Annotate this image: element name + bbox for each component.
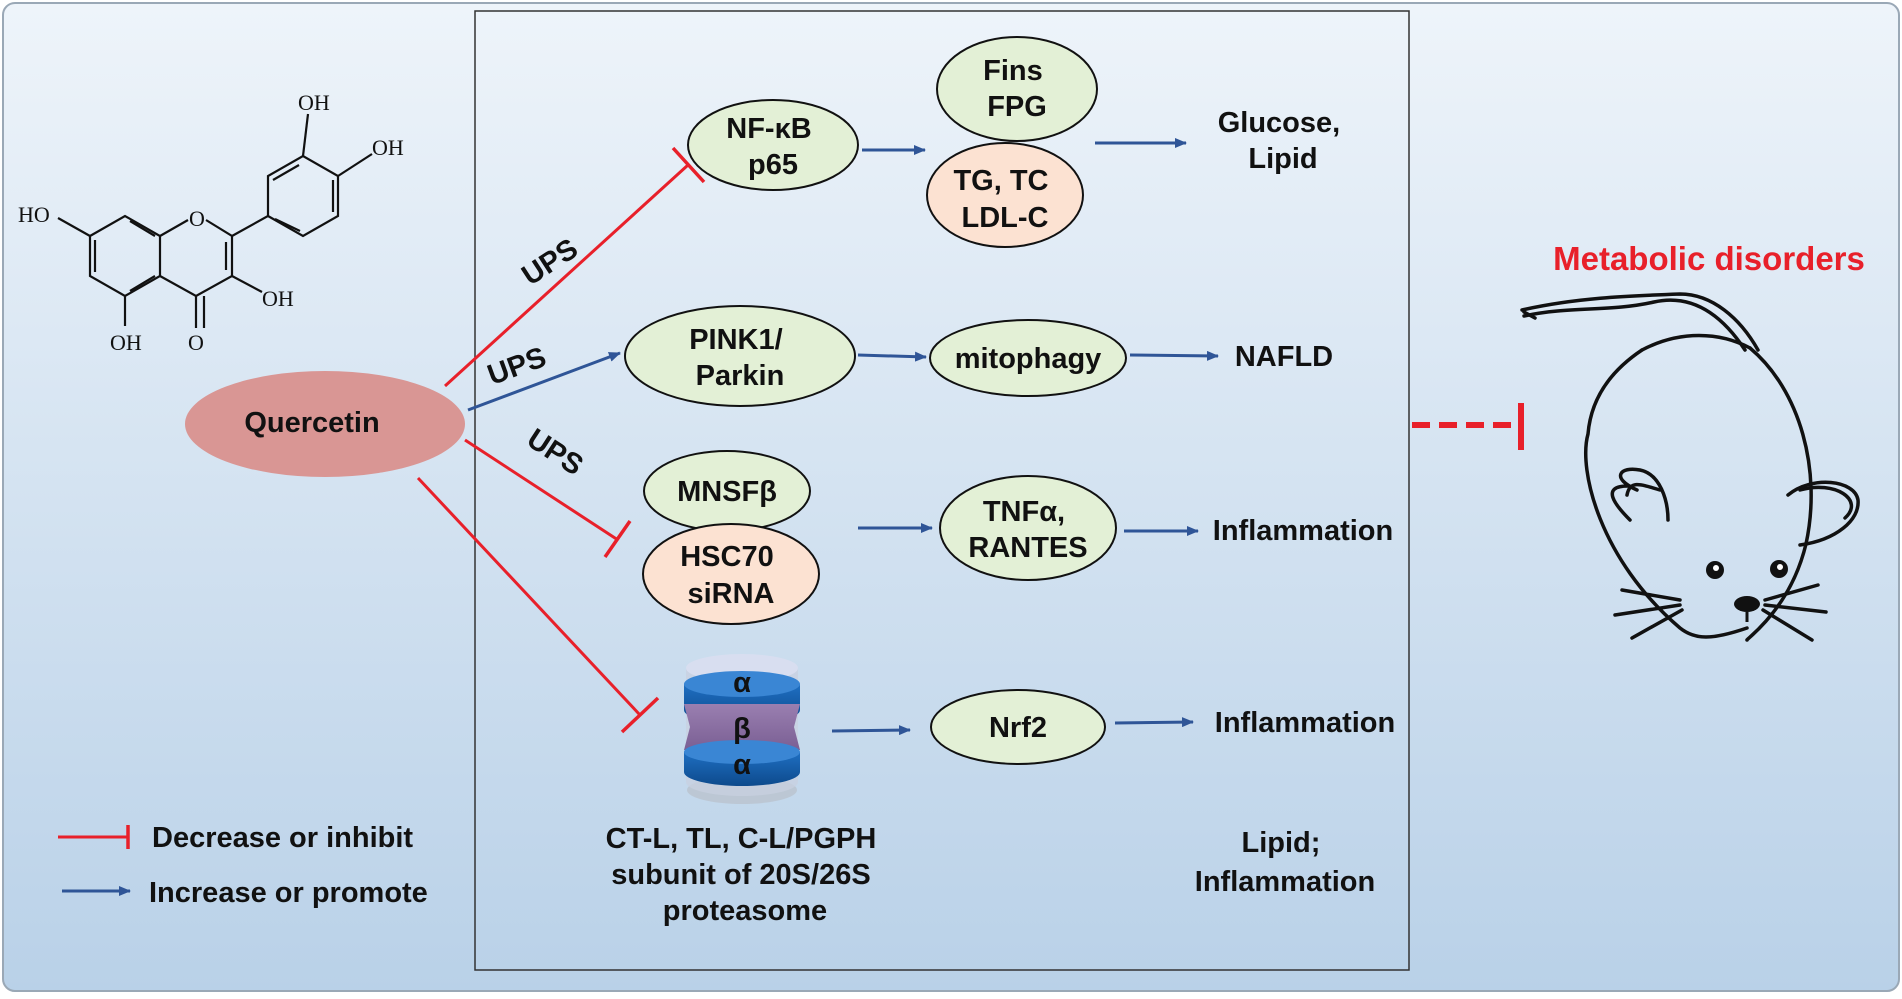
promote-arrow [1129, 350, 1219, 361]
oh-label: OH [262, 286, 294, 311]
ho-label: HO [18, 202, 50, 227]
keto-oxygen-label: O [188, 330, 204, 355]
oh-label: OH [372, 135, 404, 160]
legend: Decrease or inhibit Increase or promote [58, 822, 428, 909]
legend-inhibit-label: Decrease or inhibit [152, 822, 413, 854]
quercetin-structure-labels: OH OH HO OH OH O O [18, 90, 404, 355]
mitophagy-node [929, 319, 1127, 397]
mouse-face [1706, 560, 1788, 622]
alpha-subunit-label: α [733, 667, 751, 699]
glucose-lipid-outcome: Glucose, Lipid [1218, 107, 1349, 175]
pathway-connectors [416, 146, 706, 734]
tnfa-rantes-node [939, 475, 1117, 581]
nrf2-node [930, 689, 1106, 765]
oh-label: OH [298, 90, 330, 115]
quercetin-node [185, 371, 465, 477]
mouse-icon [1520, 292, 1860, 642]
quercetin-label: Quercetin [244, 407, 379, 439]
hsc70-sirna-label: HSC70 siRNA [680, 541, 782, 610]
nrf2-label: Nrf2 [989, 712, 1047, 744]
dashed-inhibit-line [1412, 403, 1524, 450]
promote-arrow [1114, 717, 1194, 728]
quercetin-structure [57, 113, 373, 328]
legend-promote-label: Increase or promote [149, 877, 428, 909]
oh-label: OH [110, 330, 142, 355]
mitophagy-label: mitophagy [955, 343, 1102, 375]
pathway-box [474, 10, 1410, 971]
metabolic-disorders-title: Metabolic disorders [1553, 240, 1865, 277]
promote-arrow [857, 351, 927, 362]
alpha-subunit-label: α [733, 749, 751, 781]
tnfa-rantes-label: TNFα, RANTES [968, 496, 1087, 564]
nfkb-p65-label: NF-κB p65 [726, 113, 820, 181]
fins-fpg-label: Fins FPG [983, 55, 1051, 123]
promote-arrow [831, 725, 911, 736]
pink1-parkin-label: PINK1/ Parkin [689, 324, 791, 392]
proteasome-caption: CT-L, TL, C-L/PGPH subunit of 20S/26S pr… [606, 823, 885, 927]
hsc70-sirna-node [642, 523, 820, 625]
inflammation-outcome: Inflammation [1213, 515, 1393, 547]
tg-tc-ldl-label: TG, TC LDL-C [953, 165, 1056, 234]
nafld-outcome: NAFLD [1235, 341, 1333, 373]
proteasome-icon: α β α [684, 654, 800, 804]
inflammation-outcome: Inflammation [1215, 707, 1395, 739]
beta-subunit-label: β [733, 713, 751, 745]
ring-oxygen-label: O [189, 206, 205, 231]
fins-fpg-node [936, 36, 1098, 142]
summary-label: Lipid; Inflammation [1195, 827, 1375, 898]
mnsfb-label: MNSFβ [677, 476, 777, 508]
pink1-parkin-node [624, 305, 856, 407]
nfkb-p65-node [687, 99, 859, 191]
tg-tc-ldl-node [926, 142, 1084, 248]
